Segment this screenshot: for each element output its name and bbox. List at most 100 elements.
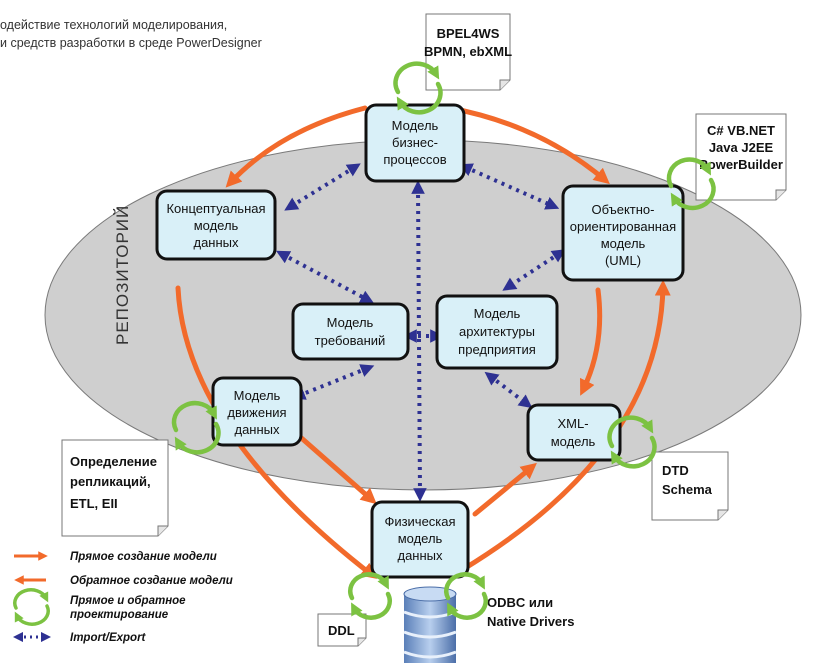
svg-text:Java J2EE: Java J2EE xyxy=(709,140,774,155)
oom-line-4: (UML) xyxy=(605,253,641,268)
svg-text:репликаций,: репликаций, xyxy=(70,474,151,489)
roundtrip-db-icon xyxy=(444,572,488,620)
odbc-label: ODBC или Native Drivers xyxy=(487,595,574,629)
oom-line-1: Объектно- xyxy=(591,202,654,217)
oom-line-3: модель xyxy=(601,236,646,251)
physical-line-1: Физическая xyxy=(384,514,455,529)
note-ddl: DDL xyxy=(317,613,367,647)
arc-business-to-oom xyxy=(447,105,610,185)
xml-line-2: модель xyxy=(551,434,596,449)
arc-dataflow-physical xyxy=(277,415,377,505)
requirements-line-1: Модель xyxy=(327,315,374,330)
arrow-oom-enterprise xyxy=(502,249,566,291)
svg-text:Модель: Модель xyxy=(234,388,281,403)
model-physical-data: Физическая модель данных xyxy=(370,500,470,579)
note-bpel: BPEL4WS BPMN, ebXML xyxy=(424,13,512,91)
svg-text:Концептуальная: Концептуальная xyxy=(166,201,265,216)
legend-import-export: Import/Export xyxy=(12,631,147,644)
odbc-line-1: ODBC или xyxy=(487,595,553,610)
dataflow-line-3: данных xyxy=(234,422,280,437)
svg-text:предприятия: предприятия xyxy=(458,342,536,357)
business-line-2: бизнес- xyxy=(392,135,438,150)
legend: Прямое создание модели Обратное создание… xyxy=(12,551,233,644)
repository-label: РЕПОЗИТОРИЙ xyxy=(113,205,132,345)
svg-text:Объектно-: Объектно- xyxy=(591,202,654,217)
legend-import-export-label: Import/Export xyxy=(70,632,147,644)
svg-text:ориентированная: ориентированная xyxy=(570,219,676,234)
svg-text:C# VB.NET: C# VB.NET xyxy=(707,123,775,138)
svg-text:Модель: Модель xyxy=(474,306,521,321)
model-business-processes: Модель бизнес- процессов xyxy=(364,103,466,183)
svg-text:XML-: XML- xyxy=(557,416,588,431)
caption-line-2: и средств разработки в среде PowerDesign… xyxy=(0,36,262,50)
arrow-business-oom xyxy=(458,163,560,210)
conceptual-line-2: модель xyxy=(194,218,239,233)
roundtrip-bpel-icon xyxy=(393,61,443,115)
bpel-line-2: BPMN, ebXML xyxy=(424,44,512,59)
repository-ellipse xyxy=(44,139,802,491)
svg-text:BPEL4WS: BPEL4WS xyxy=(437,26,500,41)
arrow-conceptual-requirements xyxy=(276,250,374,304)
code-line-2: Java J2EE xyxy=(709,140,774,155)
svg-text:DDL: DDL xyxy=(328,623,355,638)
conceptual-line-3: данных xyxy=(193,235,239,250)
model-object-oriented: Объектно- ориентированная модель (UML) xyxy=(561,184,685,282)
svg-text:модель: модель xyxy=(398,531,443,546)
enterprise-line-2: архитектуры xyxy=(459,324,535,339)
svg-text:модель: модель xyxy=(551,434,596,449)
svg-text:требований: требований xyxy=(315,333,386,348)
roundtrip-replication-icon xyxy=(171,400,221,455)
legend-roundtrip-label-2: проектирование xyxy=(70,609,169,621)
roundtrip-circles xyxy=(171,61,716,620)
svg-text:PowerBuilder: PowerBuilder xyxy=(699,157,783,172)
legend-forward: Прямое создание модели xyxy=(14,551,217,563)
odbc-line-2: Native Drivers xyxy=(487,614,574,629)
svg-text:архитектуры: архитектуры xyxy=(459,324,535,339)
model-enterprise-architecture: Модель архитектуры предприятия xyxy=(435,294,559,370)
roundtrip-xml-icon xyxy=(607,415,657,469)
enterprise-line-1: Модель xyxy=(474,306,521,321)
diagram-caption: одействие технологий моделирования, и ср… xyxy=(0,16,262,52)
ddl-line-1: DDL xyxy=(328,623,355,638)
svg-text:Schema: Schema xyxy=(662,482,713,497)
model-requirements: Модель требований xyxy=(291,302,410,361)
svg-text:Модель: Модель xyxy=(392,118,439,133)
svg-text:ETL, EII: ETL, EII xyxy=(70,496,118,511)
svg-text:(UML): (UML) xyxy=(605,253,641,268)
xml-line-1: XML- xyxy=(557,416,588,431)
dataflow-line-2: движения xyxy=(227,405,286,420)
roundtrip-code-icon xyxy=(666,157,716,211)
note-replication: Определение репликаций, ETL, EII xyxy=(61,439,169,537)
legend-roundtrip: Прямое и обратное проектирование xyxy=(13,588,186,626)
replication-line-2: репликаций, xyxy=(70,474,151,489)
svg-text:процессов: процессов xyxy=(383,152,446,167)
arc-physical-to-xml xyxy=(472,462,537,517)
note-code-languages: C# VB.NET Java J2EE PowerBuilder xyxy=(695,113,787,201)
replication-line-1: Определение xyxy=(70,454,157,469)
enterprise-line-3: предприятия xyxy=(458,342,536,357)
svg-text:Определение: Определение xyxy=(70,454,157,469)
model-conceptual-data: Концептуальная модель данных xyxy=(155,189,277,261)
svg-text:BPMN, ebXML: BPMN, ebXML xyxy=(424,44,512,59)
model-xml: XML- модель xyxy=(526,403,622,462)
oom-line-2: ориентированная xyxy=(570,219,676,234)
business-line-3: процессов xyxy=(383,152,446,167)
legend-forward-label: Прямое создание модели xyxy=(70,551,217,563)
svg-text:ODBC или: ODBC или xyxy=(487,595,553,610)
svg-text:движения: движения xyxy=(227,405,286,420)
roundtrip-ddl-icon xyxy=(348,572,392,620)
requirements-line-2: требований xyxy=(315,333,386,348)
svg-text:Native Drivers: Native Drivers xyxy=(487,614,574,629)
model-data-flow: Модель движения данных xyxy=(211,376,303,447)
business-line-1: Модель xyxy=(392,118,439,133)
svg-text:модель: модель xyxy=(601,236,646,251)
dtd-line-2: Schema xyxy=(662,482,713,497)
legend-reverse-label: Обратное создание модели xyxy=(70,575,233,587)
svg-text:Модель: Модель xyxy=(327,315,374,330)
svg-text:модель: модель xyxy=(194,218,239,233)
arc-oom-to-xml xyxy=(580,287,603,396)
import-export-arrows xyxy=(276,163,566,502)
svg-text:бизнес-: бизнес- xyxy=(392,135,438,150)
svg-text:данных: данных xyxy=(234,422,280,437)
